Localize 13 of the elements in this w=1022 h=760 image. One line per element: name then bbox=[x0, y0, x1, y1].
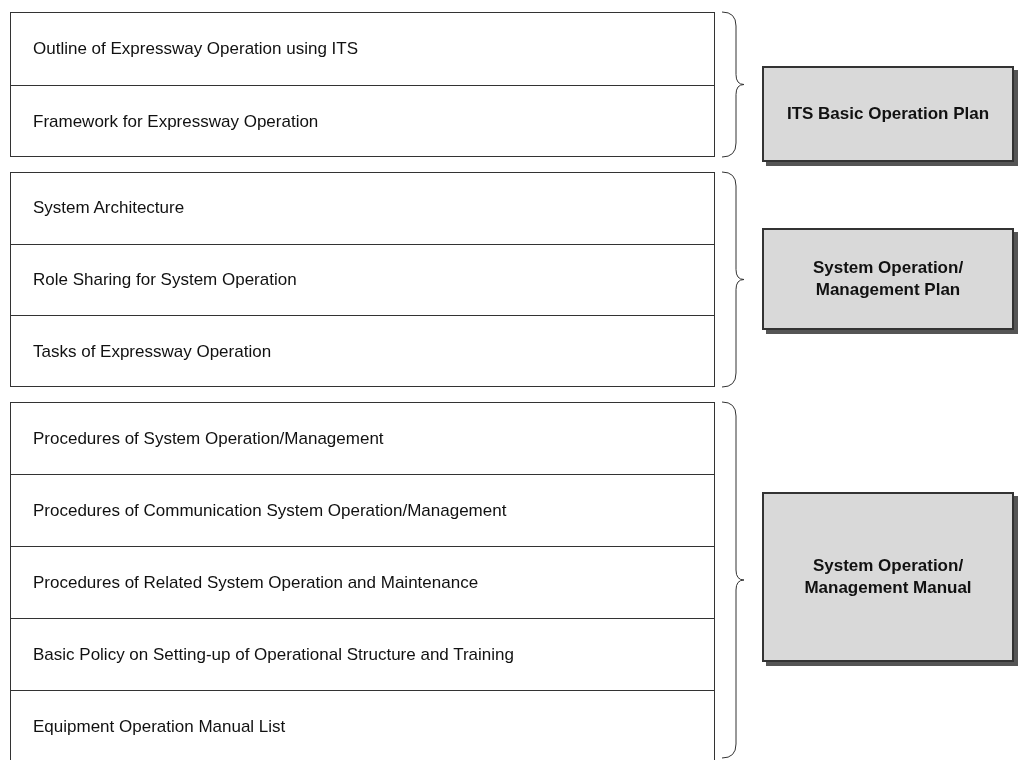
section-box bbox=[10, 172, 715, 387]
section-box bbox=[10, 12, 715, 157]
row-text: Framework for Expressway Operation bbox=[33, 111, 319, 132]
row-text: Equipment Operation Manual List bbox=[33, 717, 286, 737]
row-text: Role Sharing for System Operation bbox=[33, 270, 297, 290]
row-text: System Architecture bbox=[33, 198, 185, 219]
row-text: Procedures of Communication System Operation/Management bbox=[33, 500, 507, 521]
section-box bbox=[10, 402, 715, 760]
row-text: Basic Policy on Setting-up of Operational Structure and Training bbox=[33, 644, 514, 665]
row-text: Procedures of Related System Operation and Maintenance bbox=[33, 572, 479, 593]
row-text: Procedures of System Operation/Management bbox=[33, 428, 384, 449]
row-text: Tasks of Expressway Operation bbox=[33, 342, 272, 363]
row-text: Outline of Expressway Operation using ITS bbox=[33, 38, 359, 59]
